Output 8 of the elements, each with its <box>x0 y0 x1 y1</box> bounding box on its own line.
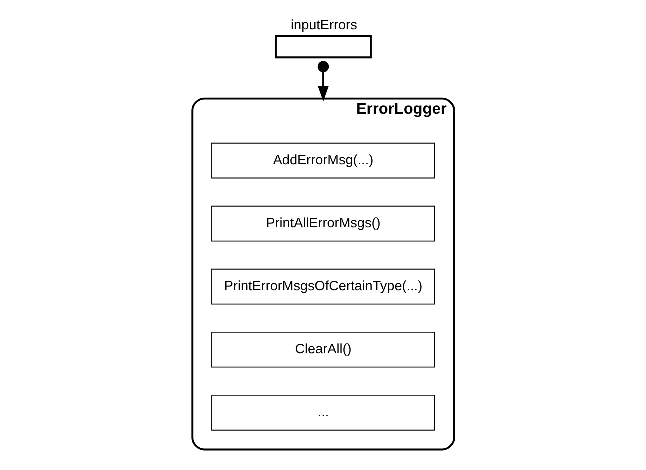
node-box: AddErrorMsg(...) <box>211 142 435 179</box>
node-box: ClearAll() <box>211 332 435 368</box>
node-box: PrintAllErrorMsgs() <box>211 206 435 242</box>
node-box <box>274 35 372 59</box>
node-box: ... <box>211 394 435 431</box>
node-box: PrintErrorMsgsOfCertainType(...) <box>211 268 435 305</box>
arrow <box>317 61 329 102</box>
node-label: inputErrors <box>290 18 357 33</box>
